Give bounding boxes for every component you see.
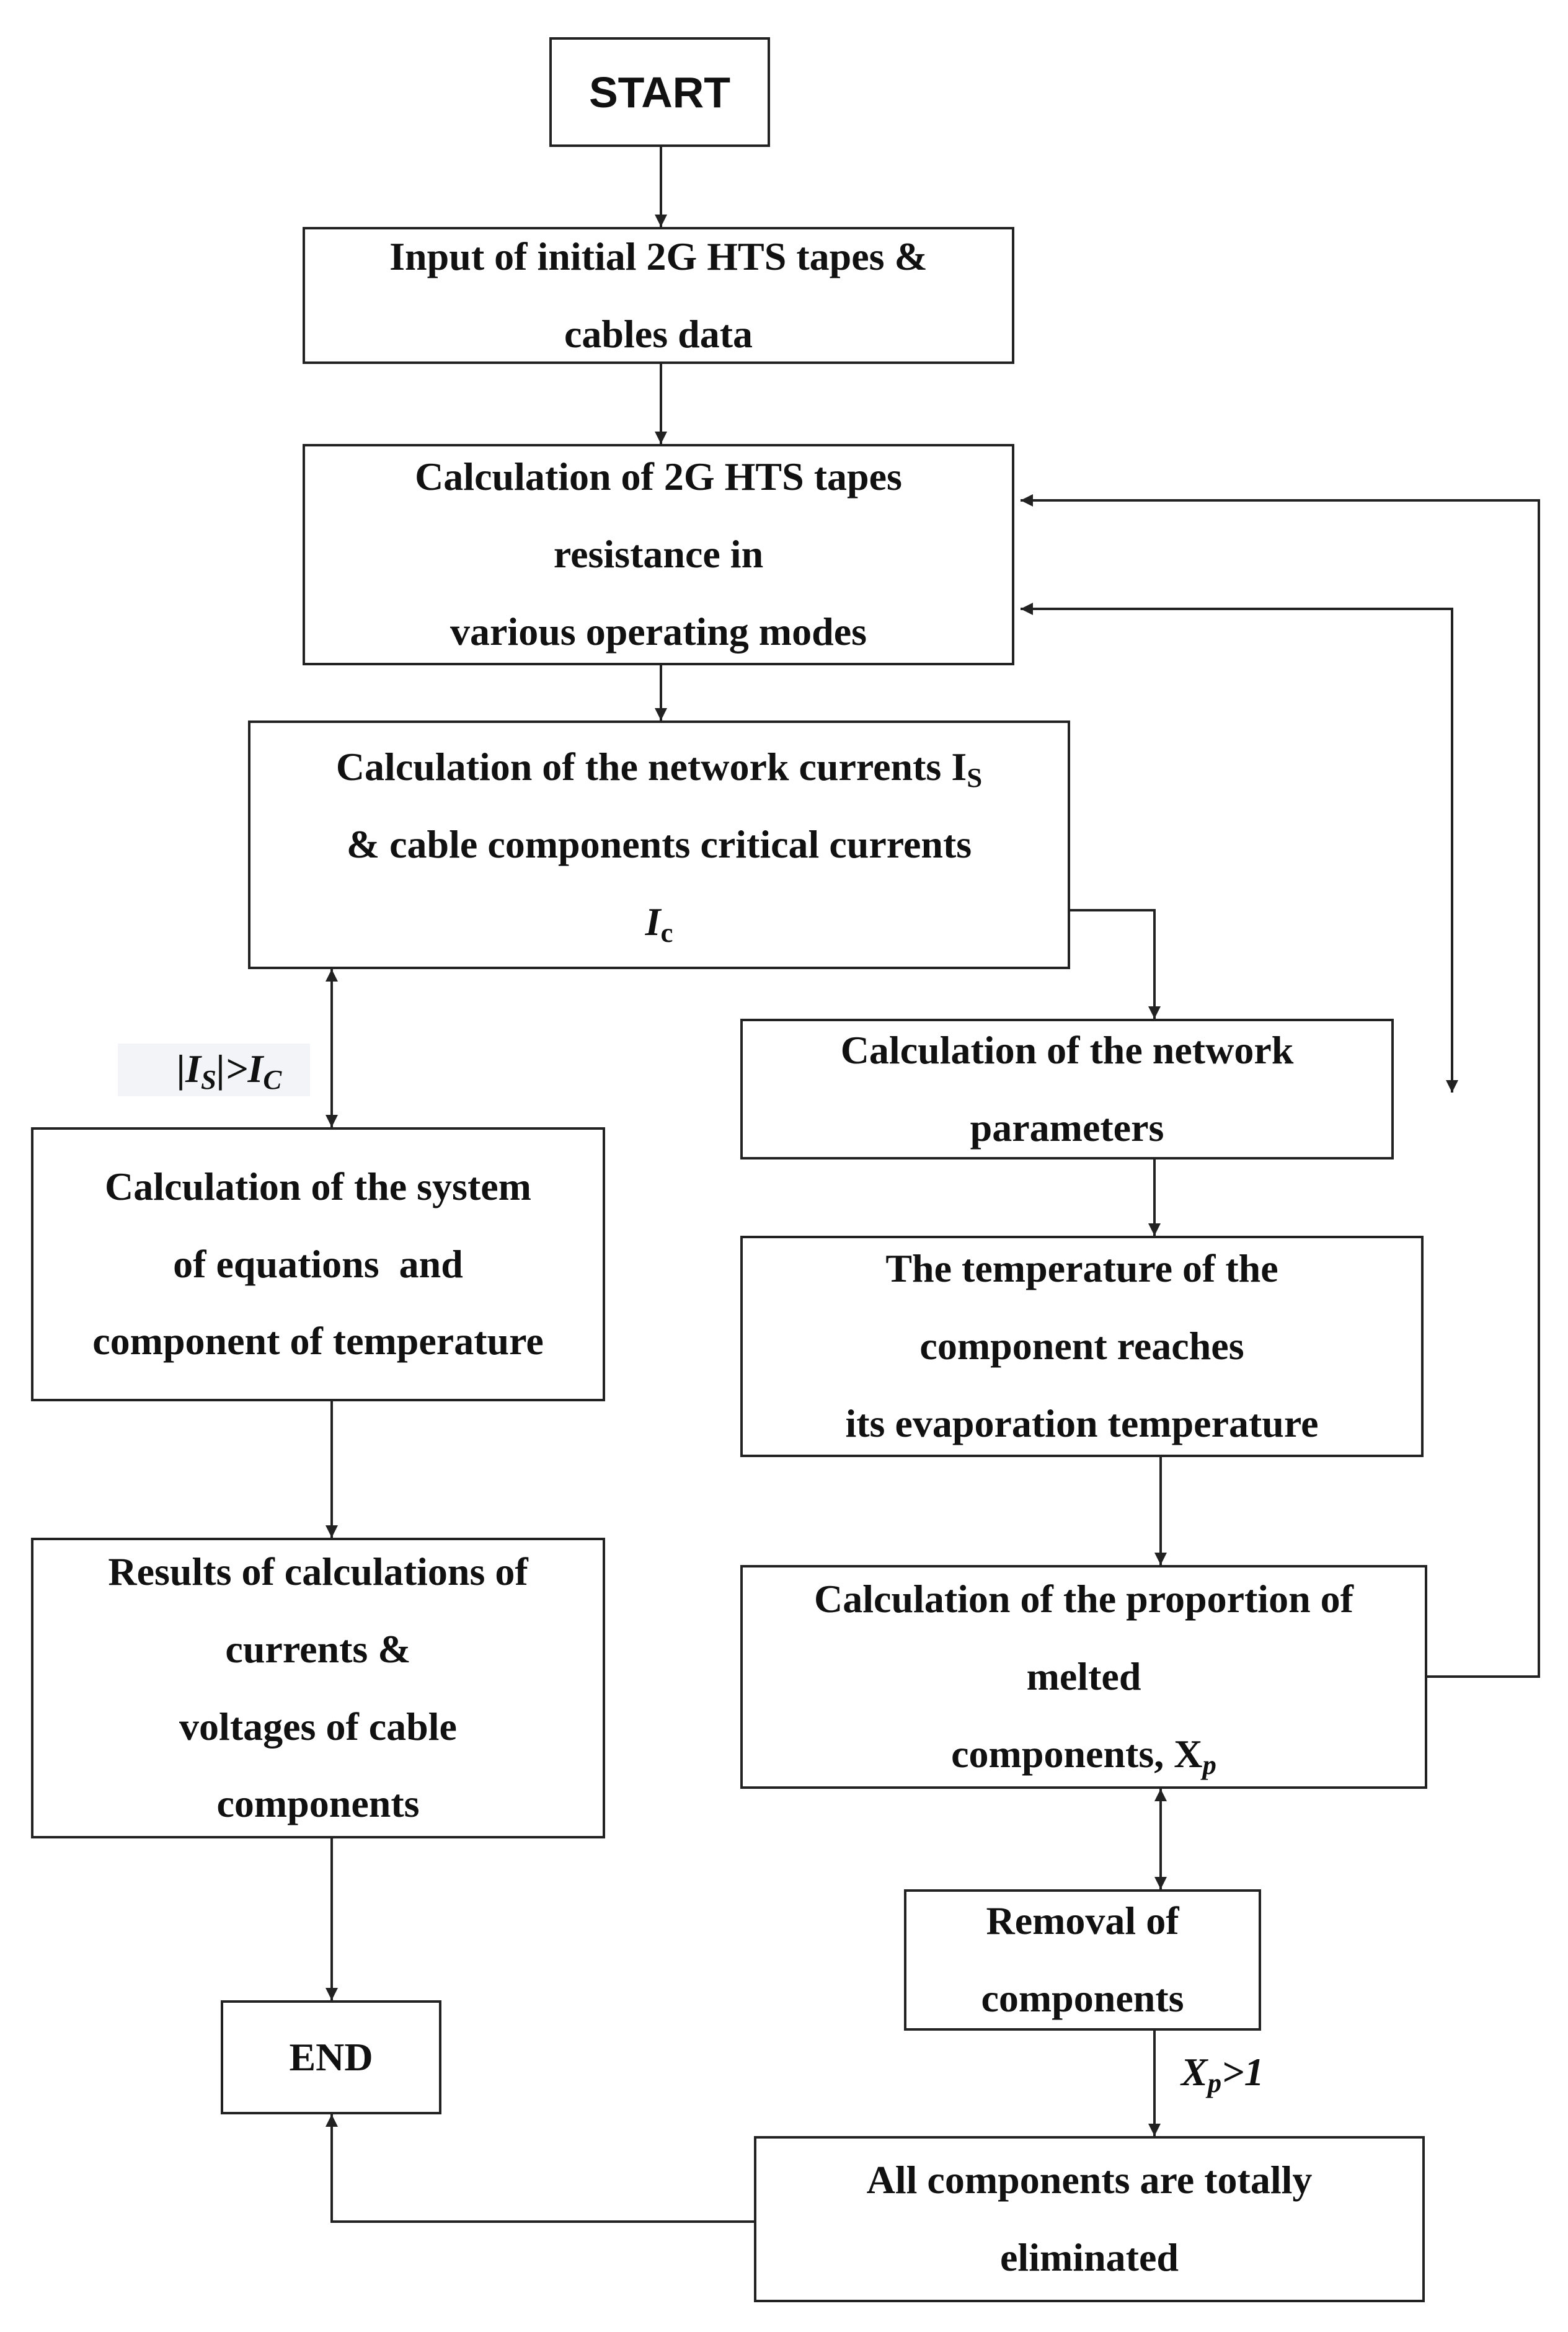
currents-subscript-s: S	[967, 762, 983, 794]
currents-subscript-c: c	[660, 917, 673, 949]
currents-line-2: & cable components critical currents	[346, 822, 972, 867]
proportion-subscript-p: p	[1202, 1749, 1216, 1781]
eliminated-line-1: All components are totally	[866, 2158, 1313, 2202]
resistance-line-1: Calculation of 2G HTS tapes	[415, 454, 902, 499]
results-line-4: components	[216, 1781, 420, 1826]
results-line-3: voltages of cable	[179, 1704, 457, 1749]
condition-highlight	[118, 1044, 310, 1096]
removal-line-1: Removal of	[986, 1899, 1179, 1943]
temperature-line-2: component reaches	[919, 1324, 1244, 1368]
end-node: END	[221, 2000, 441, 2114]
removal-node: Removal of components	[904, 1889, 1261, 2031]
arrow-currents-to-network-params	[1070, 909, 1161, 1019]
start-label: START	[588, 68, 731, 117]
current-condition-label: |IS|>IC	[177, 1047, 282, 1096]
arrow-network-params-to-resistance	[1021, 603, 1458, 1093]
temperature-node: The temperature of the component reaches…	[740, 1236, 1424, 1457]
arrow-proportion-loop-to-resistance	[1021, 494, 1540, 1678]
network-params-line-1: Calculation of the network	[840, 1027, 1294, 1072]
currents-calculation-node: Calculation of the network currents IS &…	[248, 720, 1070, 969]
currents-line-1: Calculation of the network currents IS	[335, 745, 983, 794]
arrow-eliminated-to-end	[326, 2114, 754, 2223]
resistance-calculation-node: Calculation of 2G HTS tapes resistance i…	[303, 444, 1014, 665]
network-params-line-2: parameters	[970, 1105, 1164, 1150]
removal-line-2: components	[981, 1976, 1184, 2020]
results-node: Results of calculations of currents & vo…	[31, 1538, 605, 1838]
resistance-line-3: various operating modes	[450, 609, 867, 654]
eliminated-node: All components are totally eliminated	[754, 2136, 1425, 2302]
end-label: END	[289, 2034, 373, 2079]
resistance-line-2: resistance in	[553, 532, 764, 577]
currents-line-3: Ic	[645, 899, 673, 949]
system-line-3: component of temperature	[92, 1319, 544, 1363]
input-data-line-2: cables data	[564, 311, 753, 356]
proportion-line-1: Calculation of the proportion of	[814, 1577, 1353, 1621]
start-node: START	[549, 37, 770, 147]
results-line-2: currents &	[225, 1626, 411, 1671]
network-parameters-node: Calculation of the network parameters	[740, 1019, 1394, 1159]
temperature-line-3: its evaporation temperature	[845, 1401, 1319, 1445]
input-data-node: Input of initial 2G HTS tapes & cables d…	[303, 227, 1014, 364]
melt-condition-label: Xp>1	[1181, 2050, 1264, 2099]
system-line-2: of equations and	[173, 1241, 463, 1286]
system-line-1: Calculation of the system	[105, 1164, 531, 1208]
results-line-1: Results of calculations of	[108, 1549, 528, 1594]
input-data-line-1: Input of initial 2G HTS tapes &	[389, 234, 928, 278]
eliminated-line-2: eliminated	[1000, 2235, 1179, 2279]
system-equations-node: Calculation of the system of equations a…	[31, 1127, 605, 1401]
melted-proportion-node: Calculation of the proportion of melted …	[740, 1565, 1427, 1789]
proportion-line-2: melted	[1026, 1654, 1141, 1699]
proportion-line-3: components, Xp	[951, 1731, 1216, 1781]
temperature-line-1: The temperature of the	[885, 1246, 1278, 1291]
